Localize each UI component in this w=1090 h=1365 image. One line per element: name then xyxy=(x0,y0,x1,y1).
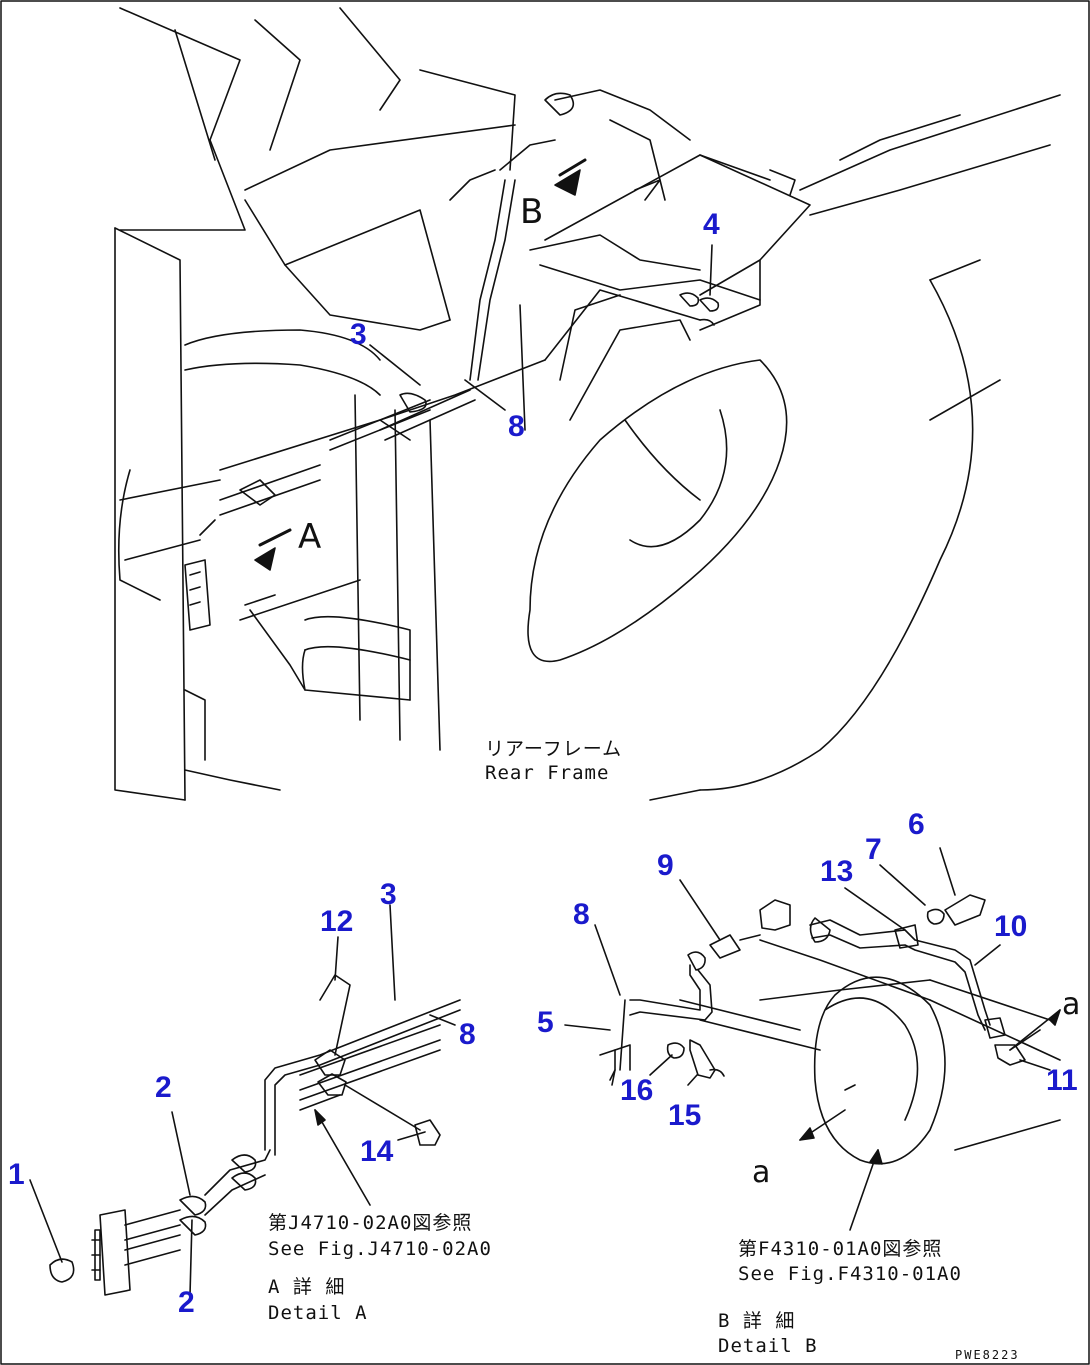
callout-3-detail: 3 xyxy=(380,878,397,911)
detail-a-view xyxy=(29,904,461,1296)
callout-8-main: 8 xyxy=(508,410,525,443)
rear-frame-caption-en: Rear Frame xyxy=(485,762,610,784)
callout-15: 15 xyxy=(668,1099,702,1132)
callout-14: 14 xyxy=(360,1135,394,1168)
ref-fig-a-jp: 第J4710-02A0図参照 xyxy=(268,1212,473,1234)
section-a-left-label: a xyxy=(752,1155,771,1190)
callout-2-lower: 2 xyxy=(178,1286,195,1319)
callout-9: 9 xyxy=(657,849,674,882)
detail-b-title-jp: B 詳 細 xyxy=(718,1310,796,1332)
callout-1: 1 xyxy=(8,1158,25,1191)
callout-10: 10 xyxy=(994,910,1028,943)
detail-a-title-en: Detail A xyxy=(268,1302,368,1324)
rear-frame-caption-jp: リアーフレーム xyxy=(485,738,623,760)
callout-7: 7 xyxy=(865,833,882,866)
callout-11: 11 xyxy=(1046,1064,1078,1097)
detail-a-title-jp: A 詳 細 xyxy=(268,1276,346,1298)
view-a-label: A xyxy=(298,517,322,557)
callout-3-main: 3 xyxy=(350,318,367,351)
callout-4: 4 xyxy=(703,208,720,241)
callout-13: 13 xyxy=(820,855,854,888)
callout-6: 6 xyxy=(908,808,925,841)
callout-8-detail-b: 8 xyxy=(573,898,590,931)
section-a-right-label: a xyxy=(1062,987,1081,1022)
ref-fig-b-jp: 第F4310-01A0図参照 xyxy=(738,1238,943,1260)
callout-12: 12 xyxy=(320,905,354,938)
ref-fig-b-en: See Fig.F4310-01A0 xyxy=(738,1263,962,1285)
callout-16: 16 xyxy=(620,1074,654,1107)
callout-8-detail-a: 8 xyxy=(459,1018,476,1051)
ref-fig-a-en: See Fig.J4710-02A0 xyxy=(268,1238,492,1260)
callout-5: 5 xyxy=(537,1006,554,1039)
callout-2-upper: 2 xyxy=(155,1071,172,1104)
detail-b-view xyxy=(564,847,1061,1231)
drawing-code: PWE8223 xyxy=(955,1348,1020,1362)
rear-frame-view xyxy=(114,7,1061,801)
view-b-label: B xyxy=(520,192,544,232)
detail-b-title-en: Detail B xyxy=(718,1335,818,1357)
